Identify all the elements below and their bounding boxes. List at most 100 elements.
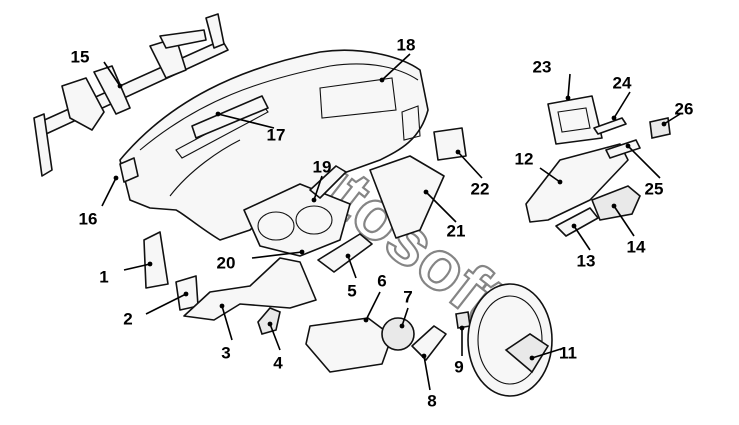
callout-number-19: 19 — [313, 157, 332, 176]
callout-dot-13 — [571, 223, 577, 229]
callout-23: 23 — [533, 57, 571, 101]
part-3-lower-panel — [183, 257, 317, 321]
part-1-side-cover — [143, 231, 169, 289]
callout-dot-14 — [611, 203, 617, 209]
callout-9: 9 — [454, 325, 465, 376]
callout-13: 13 — [571, 223, 595, 270]
part-4-knob — [257, 307, 281, 335]
callout-number-20: 20 — [217, 253, 236, 272]
callout-12: 12 — [515, 149, 563, 185]
callout-leader-18 — [381, 53, 411, 81]
part-12-cluster-hood — [525, 143, 629, 223]
callout-number-14: 14 — [627, 237, 646, 256]
callout-21: 21 — [423, 189, 465, 240]
callout-leader-14 — [613, 205, 635, 237]
callout-1: 1 — [99, 261, 153, 286]
callout-leader-23 — [567, 73, 571, 99]
part-26-switch — [649, 117, 671, 139]
callout-number-15: 15 — [71, 47, 90, 66]
callout-leader-11 — [531, 347, 565, 359]
callout-leader-15 — [103, 61, 121, 87]
callout-20: 20 — [217, 249, 305, 272]
callout-number-4: 4 — [273, 353, 283, 372]
callout-number-3: 3 — [221, 343, 230, 362]
callout-number-24: 24 — [613, 73, 632, 92]
callout-dot-22 — [455, 149, 461, 155]
callout-15: 15 — [71, 47, 123, 89]
callout-number-6: 6 — [377, 271, 386, 290]
callout-leader-16 — [101, 177, 117, 207]
callout-number-7: 7 — [403, 287, 412, 306]
callout-number-9: 9 — [454, 357, 463, 376]
callout-dot-8 — [421, 353, 427, 359]
callout-leader-22 — [457, 151, 483, 179]
callout-17: 17 — [215, 111, 286, 144]
part-7-switch-assembly — [381, 317, 415, 351]
callout-4: 4 — [267, 321, 283, 372]
part-5-trim-plate — [317, 233, 373, 273]
callout-leader-26 — [663, 113, 681, 125]
callout-number-1: 1 — [99, 267, 108, 286]
part-24-bracket — [593, 117, 627, 135]
callout-dot-20 — [299, 249, 305, 255]
callout-number-11: 11 — [559, 343, 577, 362]
callout-number-26: 26 — [675, 99, 694, 118]
callout-dot-24 — [611, 115, 617, 121]
callout-leader-13 — [573, 225, 591, 251]
callout-8: 8 — [421, 353, 437, 410]
callout-leader-1 — [123, 263, 151, 271]
part-13-lower-trim — [555, 207, 599, 237]
callout-leader-20 — [251, 251, 303, 259]
callout-number-17: 17 — [267, 125, 286, 144]
callout-dot-7 — [399, 323, 405, 329]
callout-number-5: 5 — [347, 281, 356, 300]
part-21-center-bezel — [369, 155, 445, 239]
part-23-center-frame — [547, 95, 603, 145]
part-19-vent-grille — [309, 165, 347, 199]
callout-dot-12 — [557, 179, 563, 185]
part-14-control-module — [590, 185, 641, 221]
callout-leader-2 — [145, 293, 187, 315]
callout-dot-16 — [113, 175, 119, 181]
callout-number-23: 23 — [533, 57, 552, 76]
callout-number-8: 8 — [427, 391, 436, 410]
callout-leader-6 — [365, 291, 381, 321]
callout-3: 3 — [219, 303, 233, 362]
callout-number-16: 16 — [79, 209, 98, 228]
callout-layer: 1234567891112131415161718192021222324252… — [71, 35, 694, 410]
callout-dot-5 — [345, 253, 351, 259]
part-9-block — [455, 311, 471, 329]
callout-dot-2 — [183, 291, 189, 297]
callout-dot-6 — [363, 317, 369, 323]
part-25-switch-strip — [605, 139, 641, 159]
callout-leader-25 — [627, 145, 661, 179]
callout-leader-12 — [539, 167, 561, 183]
callout-2: 2 — [123, 291, 189, 328]
callout-dot-21 — [423, 189, 429, 195]
callout-dot-18 — [379, 77, 385, 83]
callout-leader-7 — [401, 307, 409, 327]
callout-dot-11 — [529, 355, 535, 361]
callout-dot-26 — [661, 121, 667, 127]
part-15-cross-beam — [33, 13, 229, 177]
callout-25: 25 — [625, 143, 664, 198]
callout-dot-3 — [219, 303, 225, 309]
callout-18: 18 — [379, 35, 416, 83]
callout-11: 11 — [529, 343, 577, 362]
callout-dot-19 — [311, 197, 317, 203]
callout-16: 16 — [79, 175, 119, 228]
callout-leader-21 — [425, 191, 457, 223]
part-20-instrument-cluster — [243, 183, 351, 257]
callout-number-12: 12 — [515, 149, 534, 168]
callout-22: 22 — [455, 149, 489, 198]
callout-24: 24 — [611, 73, 632, 121]
callout-leader-4 — [269, 323, 281, 351]
callout-leader-17 — [217, 113, 275, 129]
callout-number-25: 25 — [645, 179, 664, 198]
callout-leader-19 — [313, 175, 323, 201]
callout-19: 19 — [311, 157, 332, 203]
callout-5: 5 — [345, 253, 357, 300]
part-11-steering-wheel — [467, 283, 553, 397]
callout-number-18: 18 — [397, 35, 416, 54]
